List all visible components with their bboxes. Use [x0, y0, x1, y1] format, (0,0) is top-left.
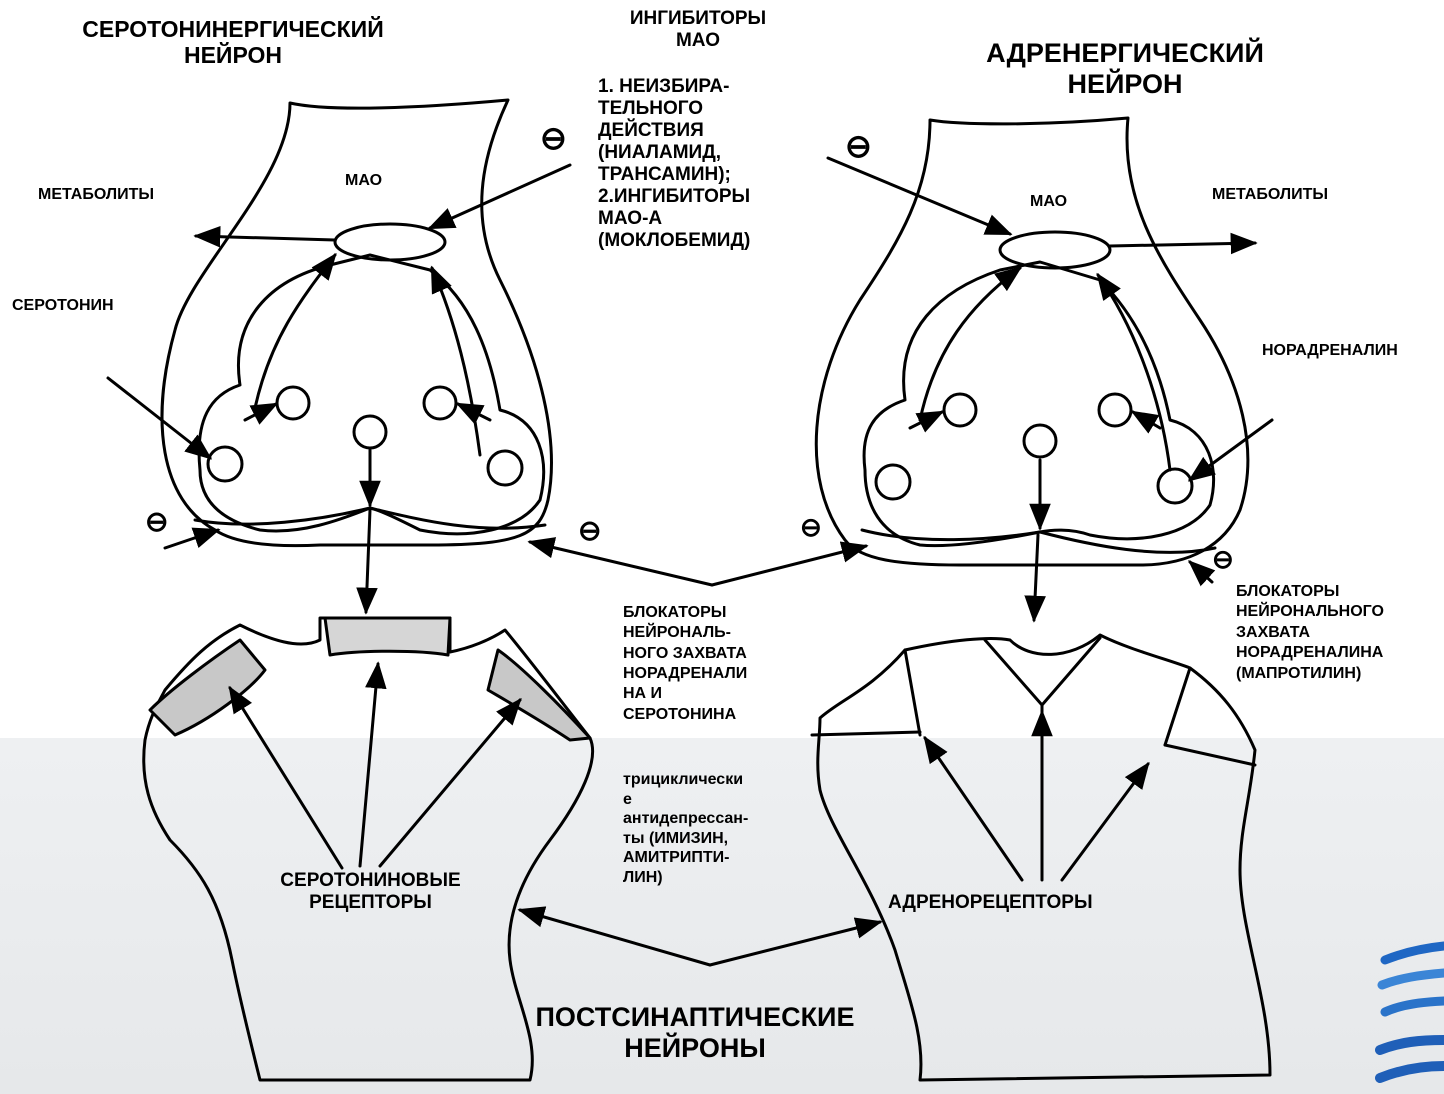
arrow-blocker-to-left — [530, 542, 712, 585]
receptor-right-band-left — [812, 732, 920, 735]
adrenergic-neuron-outline — [816, 118, 1248, 565]
inhibition-sign-maoi-left: ⊖ — [540, 120, 567, 157]
metabolites-label-left: МЕТАБОЛИТЫ — [38, 186, 154, 204]
receptor-right-band-right — [1165, 745, 1255, 765]
reuptake-blockers-noradrenaline-label: БЛОКАТОРЫ НЕЙРОНАЛЬНОГО ЗАХВАТА НОРАДРЕН… — [1236, 582, 1444, 684]
vesicle — [424, 387, 456, 419]
vesicle — [1099, 394, 1131, 426]
receptor-right-1 — [488, 650, 590, 740]
mao-inhibitors-list: 1. НЕИЗБИРА- ТЕЛЬНОГО ДЕЙСТВИЯ (НИАЛАМИД… — [598, 76, 798, 252]
receptor-right-v — [985, 638, 1100, 705]
arrow-blocker-to-right — [712, 546, 866, 585]
arrow-inhibit-left — [165, 530, 218, 548]
receptor-center-1 — [325, 618, 450, 655]
arrow-vesicle-right-1 — [910, 412, 942, 428]
vesicle — [354, 416, 386, 448]
reuptake-blockers-both-label: БЛОКАТОРЫ НЕЙРОНАЛЬ- НОГО ЗАХВАТА НОРАДР… — [623, 603, 803, 725]
arrow-receptor-right-1 — [925, 738, 1022, 880]
mao-left-oval — [335, 224, 445, 260]
arrow-post-to-left — [520, 910, 710, 965]
arrow-vesicle-right-2 — [1133, 412, 1160, 428]
decorative-swoosh — [1380, 946, 1444, 1078]
arrow-cleft-right — [1034, 535, 1038, 620]
tricyclics-label: трициклически е антидепрессан- ты (ИМИЗИ… — [623, 770, 803, 887]
serotonin-neuron-title: СЕРОТОНИНЕРГИЧЕСКИЙ НЕЙРОН — [48, 16, 418, 69]
inhibition-sign-maoi-right: ⊖ — [845, 128, 872, 165]
inhibition-sign-right: ⊖ — [1212, 545, 1234, 575]
vesicle — [488, 451, 522, 485]
vesicle — [277, 387, 309, 419]
inhibition-sign-center-right: ⊖ — [800, 513, 822, 543]
arrow-receptor-left-1 — [230, 688, 342, 868]
receptor-right-wall-left — [905, 650, 920, 735]
mao-label-right: МАО — [1030, 193, 1067, 211]
arrow-serotonin-in — [108, 378, 210, 458]
vesicle — [1158, 469, 1192, 503]
arrow-receptor-right-3 — [1062, 764, 1148, 880]
vesicle — [208, 447, 242, 481]
mao-label-left: МАО — [345, 172, 382, 190]
noradrenaline-label: НОРАДРЕНАЛИН — [1262, 342, 1398, 360]
arrow-mao-to-metabolites-right — [1110, 243, 1255, 246]
arrow-maoi-right — [828, 158, 1010, 234]
inhibition-sign-left: ⊖ — [145, 506, 168, 538]
arrow-cleft-left — [366, 510, 370, 612]
arrow-mao-to-metabolites-left — [196, 236, 335, 240]
inhibition-sign-center-left: ⊖ — [578, 515, 601, 547]
arrow-vesicle-left-1 — [245, 404, 276, 420]
vesicle — [1024, 425, 1056, 457]
arrow-noradrenaline-in — [1190, 420, 1272, 480]
mao-inhibitors-heading: ИНГИБИТОРЫ МАО — [598, 8, 798, 52]
postsynaptic-neurons-label: ПОСТСИНАПТИЧЕСКИЕ НЕЙРОНЫ — [500, 1002, 890, 1064]
serotonin-label: СЕРОТОНИН — [12, 297, 114, 315]
metabolites-label-right: МЕТАБОЛИТЫ — [1212, 186, 1328, 204]
arrow-to-mao-right-2 — [1098, 275, 1170, 470]
receptor-right-wall-right — [1165, 668, 1190, 745]
mao-right-oval — [1000, 232, 1110, 268]
arrow-post-to-right — [710, 922, 880, 965]
adrenergic-neuron-title: АДРЕНЕРГИЧЕСКИЙ НЕЙРОН — [945, 38, 1305, 100]
arrow-receptor-left-3 — [380, 700, 520, 866]
vesicle — [944, 394, 976, 426]
vesicle — [876, 465, 910, 499]
arrow-maoi-left — [430, 165, 570, 228]
adrenoreceptors-label: АДРЕНОРЕЦЕПТОРЫ — [888, 892, 1093, 914]
serotonin-receptors-label: СЕРОТОНИНОВЫЕ РЕЦЕПТОРЫ — [253, 870, 488, 914]
arrow-receptor-left-2 — [360, 664, 378, 866]
arrow-inhibit-right — [1190, 562, 1212, 582]
